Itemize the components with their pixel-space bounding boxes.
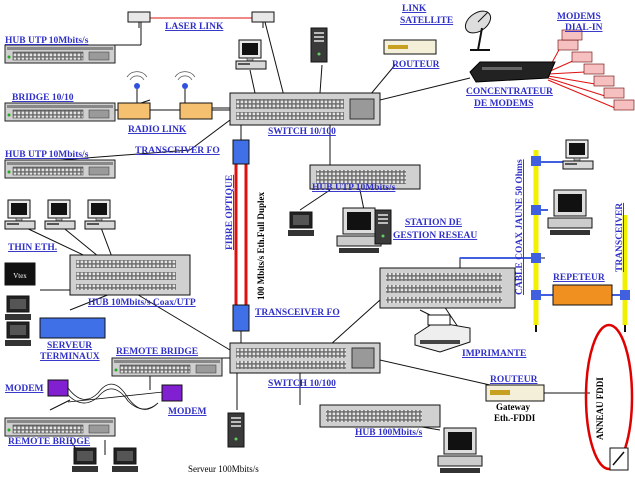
repeteur-label: REPETEUR: [553, 273, 605, 283]
pen-icon: [609, 447, 629, 471]
modem-left-label: MODEM: [5, 384, 44, 394]
remote-bridge-label-2: REMOTE BRIDGE: [8, 437, 90, 447]
hub-coax-label: HUB 10Mbits/s Coax/UTP: [88, 298, 196, 308]
repeater-device: [552, 284, 613, 306]
imprimante-label: IMPRIMANTE: [462, 349, 526, 359]
radio-link-label: RADIO LINK: [128, 125, 187, 135]
coax-cable-label: CABLE COAX JAUNE 50 Ohms: [515, 159, 525, 295]
hub-mid-label: HUB UTP 10Mbits/s: [312, 183, 396, 193]
anneau-fddi-label: ANNEAU FDDI: [595, 377, 605, 440]
station-label-1: STATION DE: [405, 218, 462, 228]
server-tower-icon: [227, 412, 245, 448]
server-tower-icon: [310, 27, 328, 63]
central-rack: [379, 267, 516, 309]
gateway-label-1: Gateway: [496, 402, 530, 412]
workstation-icon: [235, 39, 267, 70]
modems-dialin-label-2: DIAL-IN: [565, 23, 603, 33]
switch-bottom-label: SWITCH 10/100: [268, 379, 336, 389]
laser-link-label: LASER LINK: [165, 22, 224, 32]
satellite-dish-icon: [464, 10, 492, 51]
switch-top-label: SWITCH 10/100: [268, 127, 336, 137]
modem-stack: [557, 29, 635, 111]
modem-right-device: [161, 384, 183, 402]
coax-cable: [460, 150, 630, 332]
transceiver-bottom: [232, 304, 250, 332]
bridge-device: [4, 102, 116, 122]
transceiver-top: [232, 139, 250, 165]
hub-100-label: HUB 100Mbits/s: [355, 428, 423, 438]
hub-utp-middle: [309, 164, 421, 190]
modems-dialin-label-1: MODEMS: [557, 12, 601, 22]
laser-transmitter-icon: [127, 11, 275, 28]
transceiver-right-label: TRANSCEIVER: [615, 203, 625, 272]
transceiver-top-label: TRANSCEIVER FO: [135, 146, 220, 156]
serveur-label-1: SERVEUR: [47, 341, 92, 351]
workstation-icon: [562, 139, 594, 170]
workstation-icon: [437, 427, 483, 474]
concentrateur-label-1: CONCENTRATEUR: [466, 87, 553, 97]
fibre-optique-label: FIBRE OPTIQUE: [225, 175, 235, 250]
server-tower-icon: [374, 209, 392, 245]
switch-bottom-device: [229, 342, 381, 374]
hub-utp-top: [4, 44, 116, 64]
thin-eth-label: THIN ETH.: [8, 243, 57, 253]
routeur-top-label: ROUTEUR: [392, 60, 440, 70]
fddi-ring: [584, 323, 634, 471]
workstation-icon: [287, 211, 315, 237]
hub-top-label: HUB UTP 10Mbits/s: [5, 36, 89, 46]
printer-icon: [414, 314, 471, 353]
serveur-100-label: Serveur 100Mbits/s: [188, 464, 259, 474]
workstation-icon: [44, 199, 76, 230]
modem-right-label: MODEM: [168, 407, 207, 417]
workstation-icon: [4, 199, 36, 230]
fibre-link: [234, 125, 248, 345]
modem-dialin-links: [547, 47, 616, 109]
concentrateur-label-2: DE MODEMS: [474, 99, 533, 109]
serveur-terminaux-box: [39, 317, 106, 339]
transceiver-bottom-label: TRANSCEIVER FO: [255, 308, 340, 318]
hub-coax-utp: [69, 254, 191, 296]
workstation-icon: [111, 447, 139, 473]
remote-bridge-device: [111, 357, 223, 377]
gateway-label-2: Eth.-FDDI: [494, 413, 536, 423]
router-top: [383, 39, 437, 55]
remote-bridge-device-2: [4, 417, 116, 437]
bridge-label: BRIDGE 10/10: [12, 93, 74, 103]
workstation-icon: [84, 199, 116, 230]
modem-left-device: [47, 379, 69, 397]
workstation-icon: [71, 447, 99, 473]
station-label-2: GESTION RESEAU: [393, 231, 477, 241]
hub-100-device: [319, 404, 441, 428]
link-satellite-label-1: LINK: [402, 4, 427, 14]
hub-left2-label: HUB UTP 10Mbits/s: [5, 150, 89, 160]
hub-utp-left: [4, 159, 116, 179]
eth-full-duplex-label: 100 Mbits/s Eth.Full Duplex: [256, 191, 266, 300]
router-bottom: [485, 384, 545, 402]
workstation-icon: [547, 189, 593, 236]
terminal-badge: Vtex: [13, 272, 27, 280]
terminal-vtex: Vtex: [4, 262, 36, 286]
workstation-icon: [4, 321, 32, 347]
modem-wan-link: [67, 383, 164, 410]
switch-top-device: [229, 92, 381, 126]
radio-antenna-icon: [117, 71, 213, 120]
serveur-label-2: TERMINAUX: [40, 352, 100, 362]
station-gestion-pc: [336, 207, 382, 254]
labels: LASER LINK LINK SATELLITE MODEMS DIAL-IN…: [5, 4, 625, 474]
remote-bridge-label-1: REMOTE BRIDGE: [116, 347, 198, 357]
modem-concentrator: [469, 61, 556, 83]
routeur-bottom-label: ROUTEUR: [490, 375, 538, 385]
workstation-icon: [4, 295, 32, 321]
link-satellite-label-2: SATELLITE: [400, 16, 453, 26]
